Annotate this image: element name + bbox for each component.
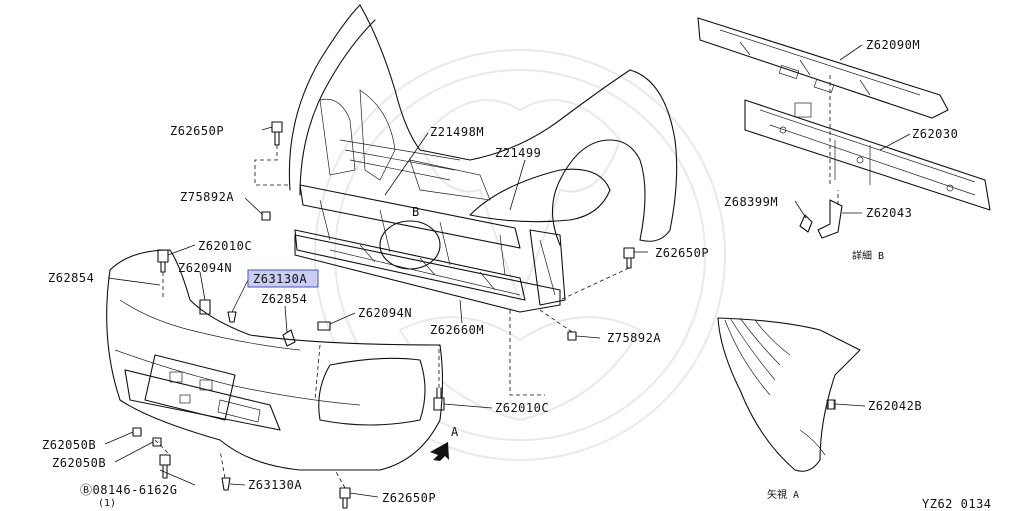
label-z62650p-bottom[interactable]: Z62650P (382, 491, 436, 505)
label-z62660m[interactable]: Z62660M (430, 323, 484, 337)
label-detail-b: 詳細 B (852, 249, 884, 262)
assembly-lines (154, 75, 839, 489)
label-z63130a-bottom[interactable]: Z63130A (248, 478, 302, 492)
label-z62042b[interactable]: Z62042B (868, 399, 922, 413)
label-z62090m[interactable]: Z62090M (866, 38, 920, 52)
label-z62854-center[interactable]: Z62854 (261, 292, 307, 306)
figure-code: YZ62 0134 (922, 497, 992, 511)
right-bracket (529, 229, 566, 306)
front-bumper-fascia (106, 249, 444, 471)
label-z62050b-lower[interactable]: Z62050B (52, 456, 106, 470)
bumper-reinforcement-z62030 (744, 99, 991, 211)
label-z75892a-left[interactable]: Z75892A (180, 190, 234, 204)
bumper-absorber-z62660m (294, 234, 561, 313)
highlight-box (247, 269, 319, 288)
label-z62010c-bottom[interactable]: Z62010C (495, 401, 549, 415)
label-z62094n-left[interactable]: Z62094N (178, 261, 232, 275)
watermark-emblem (314, 49, 726, 461)
label-z62010c-top[interactable]: Z62010C (198, 239, 252, 253)
label-view-a-arrow: A (451, 425, 459, 439)
label-z62650p-top[interactable]: Z62650P (170, 124, 224, 138)
leader-lines (104, 44, 911, 498)
label-b-marker: B (412, 205, 420, 219)
label-z21499[interactable]: Z21499 (495, 146, 541, 160)
label-z62050b-upper[interactable]: Z62050B (42, 438, 96, 452)
label-z63130a-highlight[interactable]: Z63130A (253, 272, 307, 286)
detail-b-circle (379, 220, 441, 270)
label-z62043[interactable]: Z62043 (866, 206, 912, 220)
part-labels: Z62650P Z21498M Z21499 Z75892A B Z62010C… (42, 38, 992, 511)
label-z62650p-right[interactable]: Z62650P (655, 246, 709, 260)
label-z68399m[interactable]: Z68399M (724, 195, 778, 209)
label-bolt-code[interactable]: Ⓑ08146-6162G (80, 483, 177, 497)
label-z75892a-right[interactable]: Z75892A (607, 331, 661, 345)
label-z21498m[interactable]: Z21498M (430, 125, 484, 139)
view-a-arrow (430, 442, 449, 461)
bracket-z62043 (817, 199, 843, 239)
bumper-absorber-z62090m (697, 17, 949, 119)
label-z62094n-center[interactable]: Z62094N (358, 306, 412, 320)
label-bolt-qty: (1) (98, 498, 116, 509)
fender-liner-view-a (717, 317, 861, 472)
clip-z68399m (799, 214, 813, 233)
label-z62854-left[interactable]: Z62854 (48, 271, 94, 285)
label-z62030[interactable]: Z62030 (912, 127, 958, 141)
label-view-a: 矢視 A (767, 488, 799, 501)
vehicle-body-front (288, 4, 678, 301)
